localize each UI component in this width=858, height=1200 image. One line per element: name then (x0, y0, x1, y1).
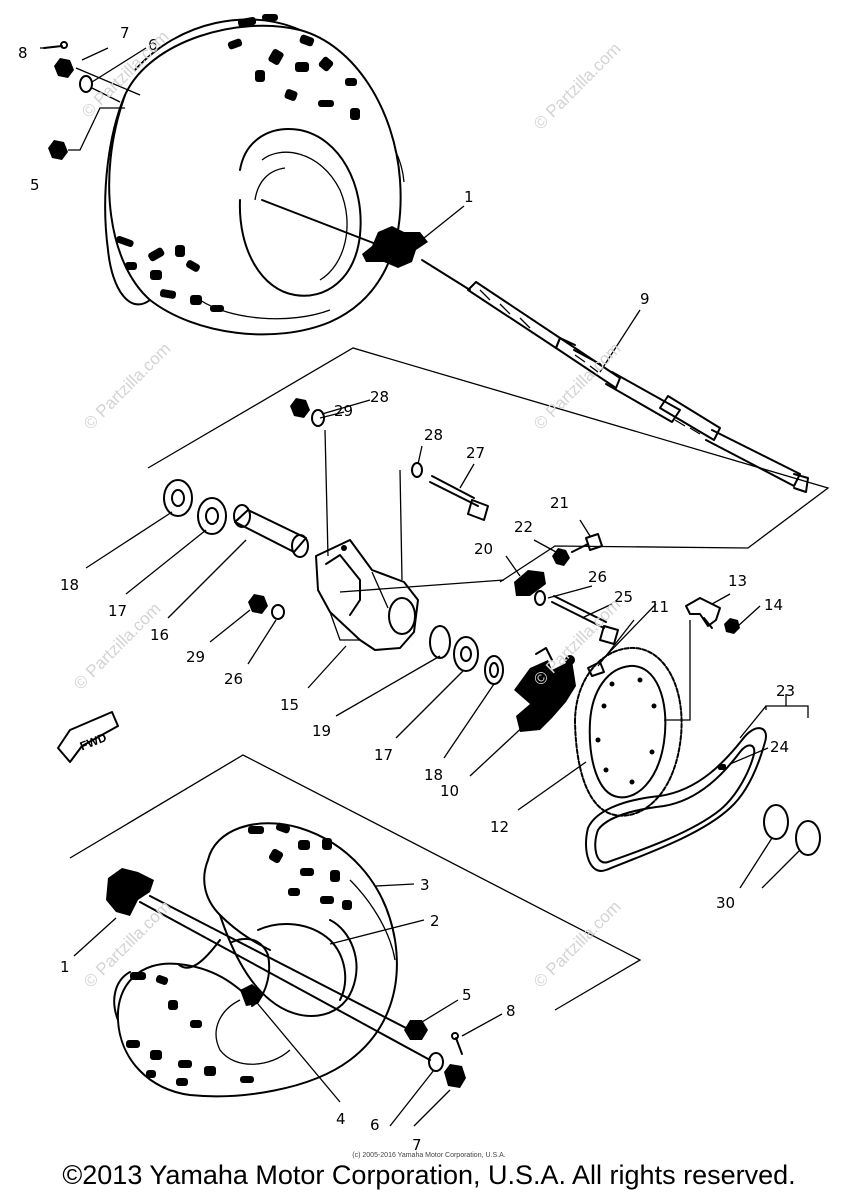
callout-21: 21 (550, 494, 569, 512)
collar-30-b (795, 820, 821, 856)
fwd-label: FWD (78, 730, 109, 753)
callout-22: 22 (514, 518, 533, 536)
lower-assembly-box (69, 754, 642, 1011)
castle-nut-7-lower (444, 1064, 466, 1088)
callout-28-mid: 28 (424, 426, 443, 444)
callout-11: 11 (650, 598, 669, 616)
washer-icon (79, 75, 93, 93)
callout-2: 2 (430, 912, 440, 930)
callout-14: 14 (764, 596, 783, 614)
callout-17-right: 17 (374, 746, 393, 764)
callout-26-right: 26 (588, 568, 607, 586)
callout-3: 3 (420, 876, 430, 894)
bearing-18-left (163, 479, 193, 517)
upper-wheel-hub (261, 199, 428, 268)
washer-6-lower (428, 1052, 444, 1072)
lower-wheel-tire (113, 822, 398, 1098)
nut-29-top (290, 398, 310, 418)
callout-27: 27 (466, 444, 485, 462)
upper-wheel-tire (104, 14, 405, 336)
rear-axle (421, 259, 809, 493)
bearing-17-right (453, 636, 479, 672)
cotter-pin-8-lower (455, 1037, 463, 1055)
callout-16: 16 (150, 626, 169, 644)
nut-5-lower (404, 1020, 428, 1040)
castle-nut-icon (54, 58, 74, 78)
callout-15: 15 (280, 696, 299, 714)
callout-28-top: 28 (370, 388, 389, 406)
callout-5-top: 5 (30, 176, 40, 194)
drive-chain (585, 705, 821, 872)
bearing-17-left (197, 497, 227, 535)
chain-joint-icon (718, 764, 726, 770)
callout-9: 9 (640, 290, 650, 308)
upper-assembly-box (147, 347, 830, 583)
callout-13: 13 (728, 572, 747, 590)
callout-24: 24 (770, 738, 789, 756)
callout-5-bottom: 5 (462, 986, 472, 1004)
callout-30: 30 (716, 894, 735, 912)
lower-wheel-hub (106, 868, 466, 1088)
forward-direction-arrow-icon: FWD (57, 711, 119, 763)
callout-10: 10 (440, 782, 459, 800)
callout-20: 20 (474, 540, 493, 558)
callout-17-left: 17 (108, 602, 127, 620)
callout-1-top: 1 (464, 188, 474, 206)
callout-29-top: 29 (334, 402, 353, 420)
callout-25: 25 (614, 588, 633, 606)
leader-lines (40, 47, 801, 1127)
callout-26-left: 26 (224, 670, 243, 688)
callout-29-left: 29 (186, 648, 205, 666)
nut-29-left (248, 594, 268, 614)
callout-23: 23 (776, 682, 795, 700)
callout-labels: 1 9 7 6 8 5 29 28 28 27 21 22 20 26 25 1… (18, 24, 795, 1154)
callout-7-top: 7 (120, 24, 130, 42)
upper-wheel-hardware (43, 41, 141, 160)
callout-7-bottom: 7 (412, 1136, 422, 1154)
callout-6-bottom: 6 (370, 1116, 380, 1134)
callout-1-bottom: 1 (60, 958, 70, 976)
callout-8-bottom: 8 (506, 1002, 516, 1020)
cotter-pin-icon (43, 45, 63, 49)
callout-19: 19 (312, 722, 331, 740)
nut-icon (48, 140, 68, 160)
callout-8-top: 8 (18, 44, 28, 62)
callout-4: 4 (336, 1110, 346, 1128)
collar-30-a (763, 804, 789, 840)
callout-6-top: 6 (148, 36, 158, 54)
callout-18-right: 18 (424, 766, 443, 784)
callout-12: 12 (490, 818, 509, 836)
callout-18-left: 18 (60, 576, 79, 594)
copyright-notice: ©2013 Yamaha Motor Corporation, U.S.A. A… (62, 1160, 796, 1190)
small-copyright-text: (c) 2005-2016 Yamaha Motor Corporation, … (352, 1152, 506, 1159)
